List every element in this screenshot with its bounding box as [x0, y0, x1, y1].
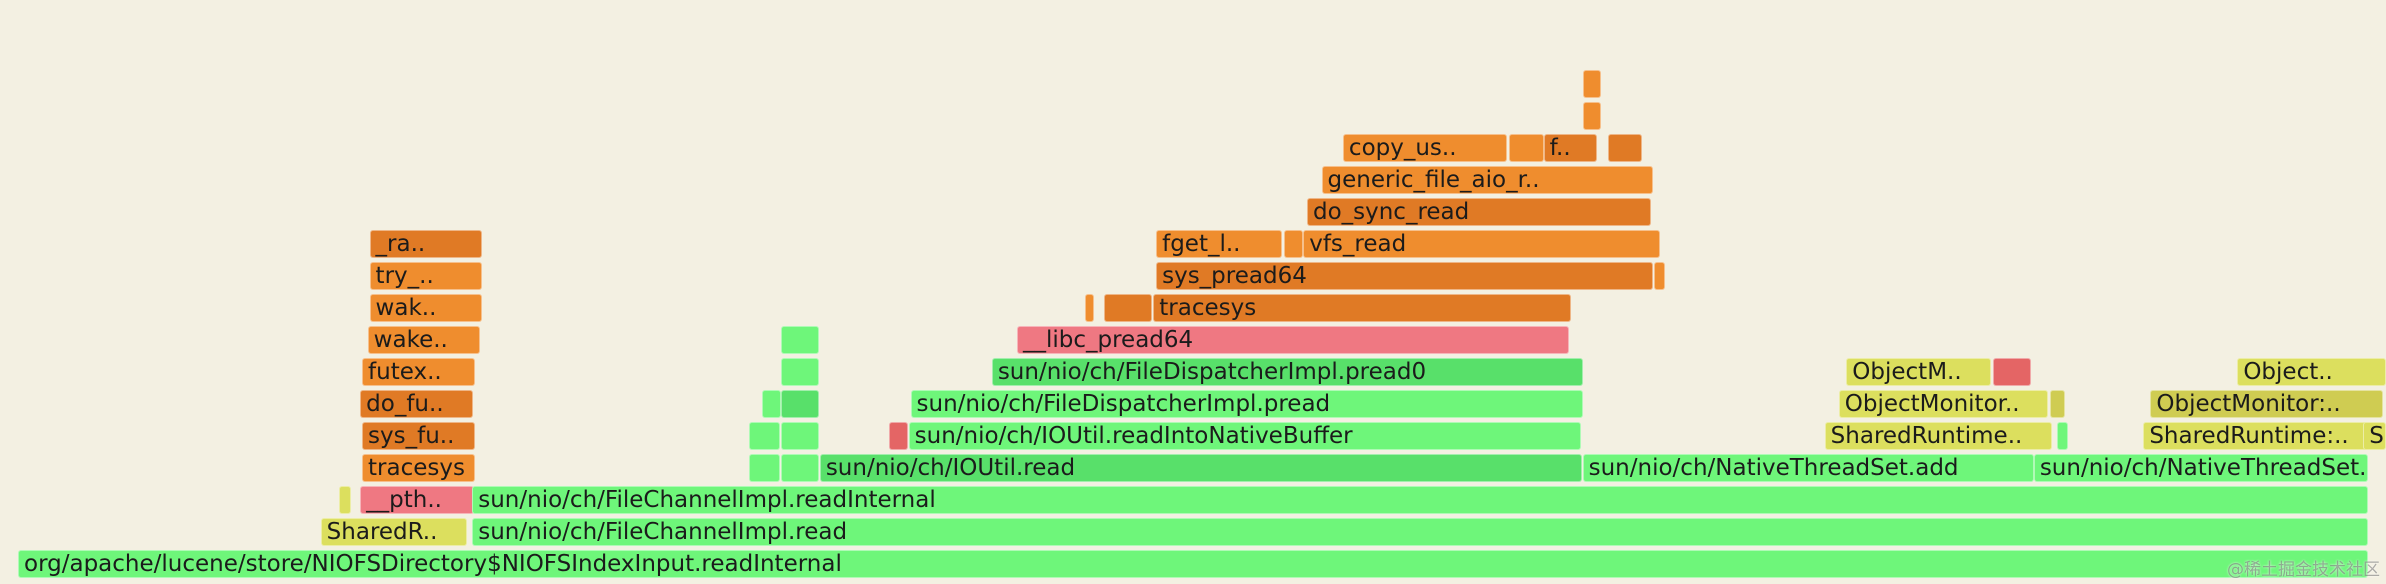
flame-frame[interactable]: futex.. — [362, 358, 475, 386]
flame-frame[interactable]: do_fu.. — [360, 390, 473, 418]
flame-frame[interactable] — [1084, 294, 1095, 322]
flame-frame[interactable]: copy_us.. — [1342, 134, 1508, 162]
flame-frame[interactable]: tracesys — [362, 454, 475, 482]
flame-frame[interactable] — [780, 390, 819, 418]
flame-frame[interactable] — [1582, 102, 1602, 130]
flame-frame[interactable]: _ra.. — [369, 230, 483, 258]
flame-frame[interactable]: do_sync_read — [1306, 198, 1651, 226]
flame-frame[interactable]: sys_pread64 — [1156, 262, 1653, 290]
flame-frame[interactable]: sun/nio/ch/FileDispatcherImpl.pread0 — [991, 358, 1584, 386]
flame-frame[interactable] — [1284, 230, 1304, 258]
flame-frame[interactable] — [1582, 70, 1602, 98]
flame-frame[interactable]: ObjectMonitor.. — [1838, 390, 2048, 418]
flame-frame[interactable] — [1509, 134, 1544, 162]
flame-frame[interactable]: try_.. — [369, 262, 483, 290]
flame-frame[interactable] — [780, 358, 819, 386]
flame-frame[interactable]: __libc_pread64 — [1016, 326, 1569, 354]
flame-frame[interactable] — [889, 422, 909, 450]
flame-frame[interactable] — [780, 454, 819, 482]
flame-frame[interactable] — [780, 326, 819, 354]
flame-frame[interactable] — [1653, 262, 1665, 290]
flame-frame[interactable] — [2056, 422, 2069, 450]
flame-frame[interactable]: __pth.. — [360, 486, 474, 514]
flame-frame[interactable]: vfs_read — [1303, 230, 1661, 258]
flame-frame[interactable] — [748, 454, 780, 482]
flame-frame[interactable]: SharedRuntime.. — [1824, 422, 2052, 450]
flame-frame[interactable]: tracesys — [1153, 294, 1571, 322]
flame-frame[interactable]: SharedRuntime:.. — [2143, 422, 2376, 450]
flame-frame[interactable]: org/apache/lucene/store/NIOFSDirectory$N… — [18, 550, 2368, 578]
flame-frame[interactable]: Shared.. — [2363, 422, 2386, 450]
flame-frame[interactable] — [338, 486, 351, 514]
flame-frame[interactable] — [1104, 294, 1152, 322]
flame-frame[interactable]: sun/nio/ch/IOUtil.read — [819, 454, 1582, 482]
watermark: @稀土掘金技术社区 — [2227, 560, 2380, 580]
flame-frame[interactable] — [1993, 358, 2031, 386]
flame-frame[interactable]: sun/nio/ch/NativeThreadSet.remove — [2033, 454, 2368, 482]
flame-frame[interactable]: generic_file_aio_r.. — [1321, 166, 1654, 194]
flame-frame[interactable]: sun/nio/ch/FileChannelImpl.readInternal — [472, 486, 2368, 514]
flame-frame[interactable]: sun/nio/ch/IOUtil.readIntoNativeBuffer — [908, 422, 1582, 450]
flame-frame[interactable]: sun/nio/ch/FileChannelImpl.read — [472, 518, 2368, 546]
flame-frame[interactable]: wake.. — [367, 326, 481, 354]
flame-frame[interactable]: sun/nio/ch/FileDispatcherImpl.pread — [910, 390, 1584, 418]
flame-frame[interactable]: ObjectMonitor:.. — [2150, 390, 2384, 418]
flame-frame[interactable] — [762, 390, 782, 418]
flame-frame[interactable]: ObjectM.. — [1846, 358, 1992, 386]
flame-frame[interactable]: sys_fu.. — [362, 422, 475, 450]
flame-frame[interactable] — [1607, 134, 1642, 162]
flame-frame[interactable]: SharedR.. — [320, 518, 468, 546]
flame-frame[interactable]: Object.. — [2237, 358, 2386, 386]
flame-frame[interactable]: f.. — [1543, 134, 1597, 162]
flame-frame[interactable]: wak.. — [369, 294, 483, 322]
flame-frame[interactable] — [748, 422, 780, 450]
flame-frame[interactable]: fget_l.. — [1156, 230, 1282, 258]
flame-frame[interactable]: sun/nio/ch/NativeThreadSet.add — [1582, 454, 2034, 482]
flame-frame[interactable] — [2049, 390, 2065, 418]
flame-frame[interactable] — [780, 422, 819, 450]
